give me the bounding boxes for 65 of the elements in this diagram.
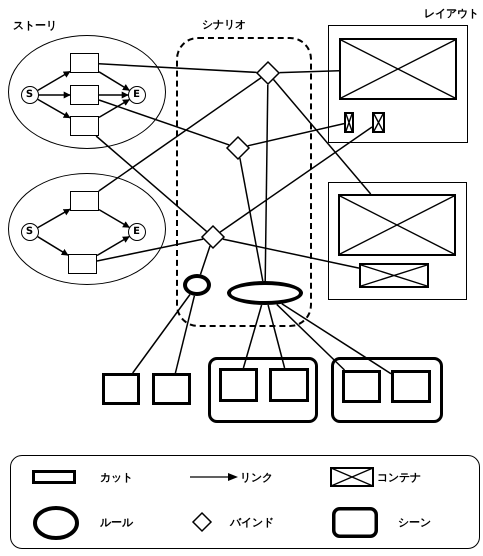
arrow	[98, 98, 130, 118]
crossed-box	[372, 112, 384, 132]
arrow	[98, 71, 130, 91]
legend-label: バインド	[230, 517, 274, 528]
connector-line	[272, 79, 372, 194]
arrow	[37, 70, 71, 92]
arrow	[37, 98, 71, 118]
arrow	[37, 208, 71, 228]
legend-label: シーン	[398, 517, 431, 528]
rectangle-node	[70, 84, 98, 104]
legend-label: カット	[100, 472, 133, 483]
square-node	[102, 373, 140, 405]
ellipse-node	[227, 281, 303, 305]
arrow	[37, 236, 69, 256]
arrow	[96, 236, 130, 256]
circle-node: S	[20, 222, 38, 240]
diamond-node	[256, 61, 280, 85]
connector-line	[222, 238, 360, 269]
connector-line	[200, 246, 211, 275]
square-node	[268, 368, 308, 402]
connector-line	[264, 84, 269, 281]
connector-line	[98, 99, 230, 146]
rectangle-node	[70, 116, 98, 136]
rectangle-node	[70, 52, 98, 72]
rectangle-node	[68, 254, 96, 274]
square-node	[152, 373, 191, 405]
square-node	[390, 370, 430, 402]
rectangle-node	[70, 190, 98, 210]
square-node	[218, 368, 258, 402]
legend-label: リンク	[240, 472, 273, 483]
crossed-box	[338, 38, 456, 100]
circle-node: S	[20, 86, 38, 104]
crossed-box	[358, 262, 428, 288]
connector-line	[98, 63, 257, 74]
connector-line	[220, 126, 372, 233]
ellipse-node	[183, 274, 211, 296]
rounded-frame	[331, 357, 443, 423]
ellipse-group	[8, 173, 166, 285]
legend-label: コンテナ	[377, 472, 421, 483]
circle-node: E	[128, 222, 146, 240]
arrow	[39, 92, 71, 98]
connector-line	[174, 296, 196, 374]
circle-node: E	[128, 86, 146, 104]
connector-line	[132, 294, 191, 374]
connector-line	[98, 77, 262, 192]
diamond-node	[226, 136, 250, 160]
heading-label: ストーリ	[13, 20, 57, 31]
rounded-frame	[208, 357, 318, 423]
connector-line	[96, 238, 204, 262]
layout-frame	[328, 182, 467, 300]
heading-label: レイアウト	[424, 8, 479, 19]
crossed-box	[338, 194, 456, 256]
arrow	[98, 208, 130, 228]
diamond-node	[201, 225, 225, 249]
connector-line	[280, 70, 340, 74]
heading-label: シナリオ	[202, 19, 246, 30]
crossed-box	[344, 112, 354, 132]
connector-line	[96, 135, 208, 232]
legend-label: ルール	[100, 517, 133, 528]
connector-line	[239, 158, 264, 282]
square-node	[342, 370, 380, 402]
connector-line	[276, 304, 346, 371]
connector-line	[248, 122, 344, 147]
arrow	[99, 92, 129, 98]
connector-line	[281, 303, 392, 374]
